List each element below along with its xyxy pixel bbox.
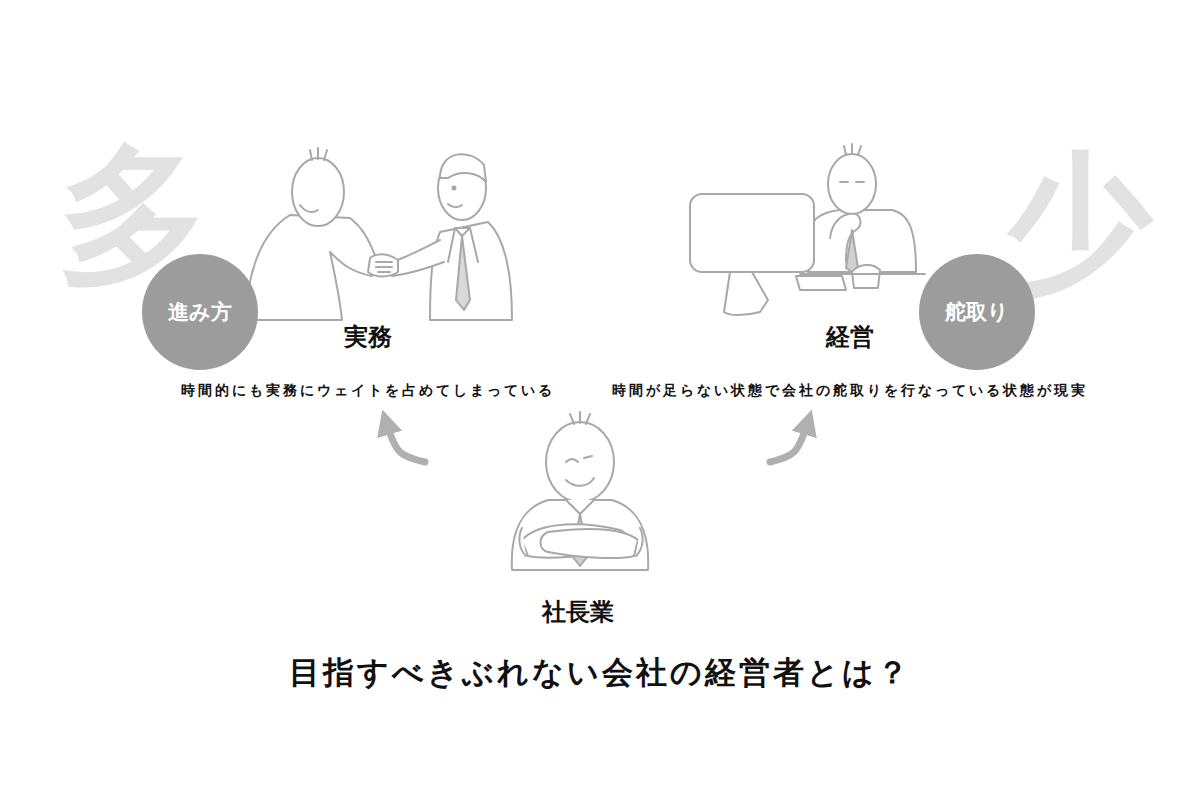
- topic-circle: 舵取り: [919, 254, 1035, 370]
- watermark: 少: [1002, 148, 1152, 298]
- node-heading: 社長業: [542, 597, 614, 627]
- curved-arrow: [770, 422, 808, 462]
- topic-circle: 進み方: [142, 254, 258, 370]
- handshake-figure: [245, 148, 512, 320]
- node-heading: 進み方: [168, 298, 232, 326]
- curved-arrow: [386, 422, 425, 462]
- node-heading: 実務: [344, 322, 392, 352]
- section-block: 実務時間的にも実務にウェイトを占めてしまっている: [176, 322, 560, 400]
- desk-figure: [690, 144, 925, 315]
- role-block: 社長業: [425, 425, 770, 630]
- node-heading: 経営: [826, 322, 874, 352]
- node-body: 時間が足らない状態で会社の舵取りを行なっている状態が現実: [612, 380, 1088, 400]
- node-body: 時間的にも実務にウェイトを占めてしまっている: [181, 380, 555, 400]
- diagram-title: 目指すべきぶれない会社の経営者とは？: [0, 652, 1200, 692]
- boss-figure: [512, 412, 648, 570]
- node-heading: 舵取り: [945, 298, 1009, 326]
